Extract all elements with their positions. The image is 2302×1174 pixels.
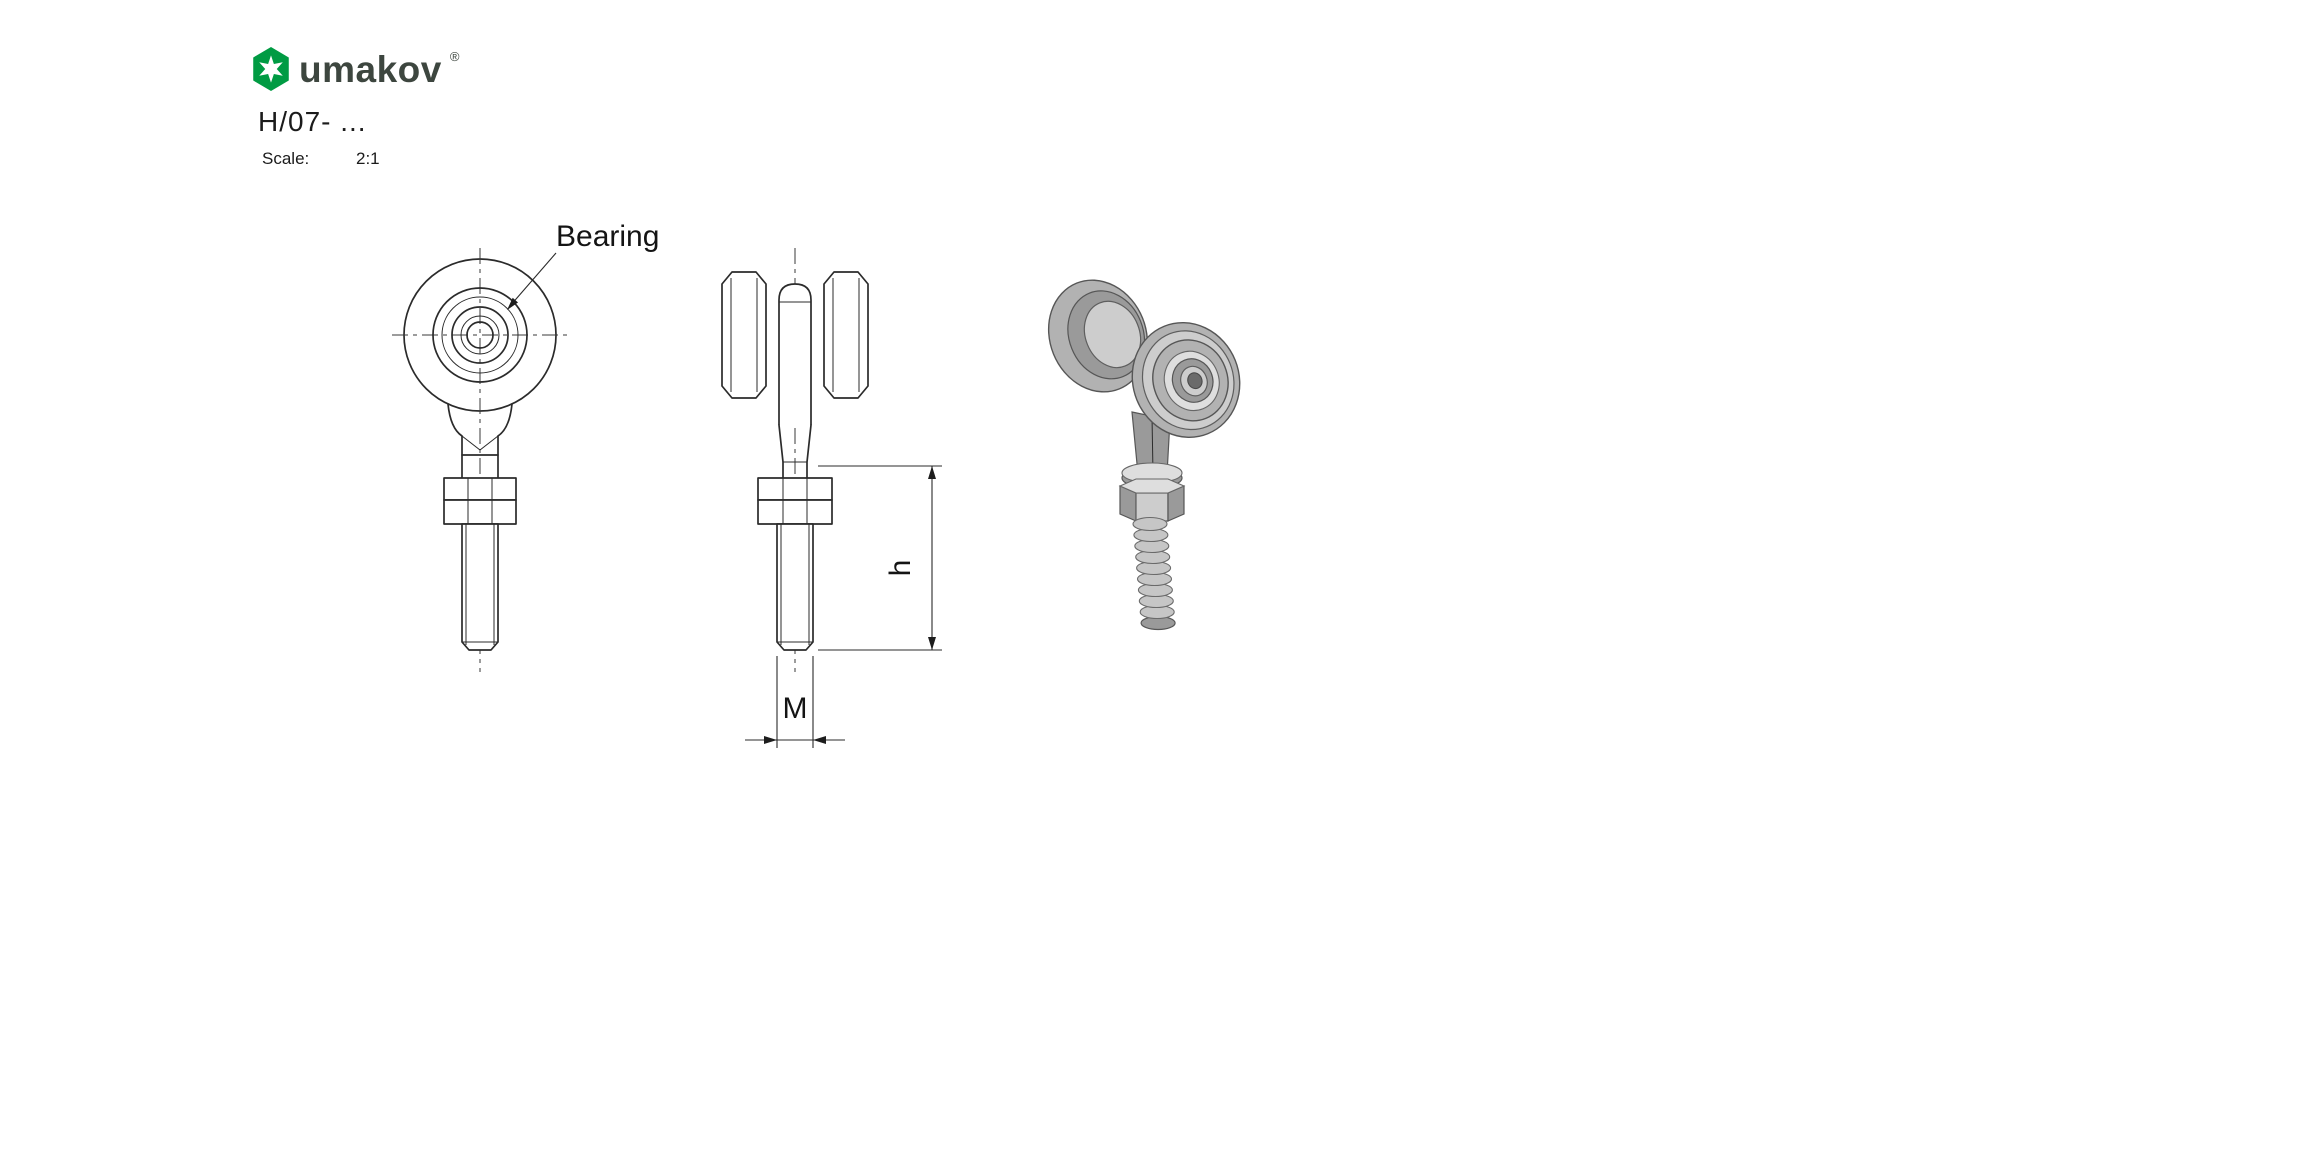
iso-front-wheel <box>1131 321 1241 439</box>
bearing-seal-circle <box>441 296 519 374</box>
side-hex-nut-1 <box>757 477 833 501</box>
hex-nut-1 <box>443 477 517 501</box>
bearing-leader-line <box>509 252 557 307</box>
scale-row: Scale: 2:1 <box>262 149 380 169</box>
iso-threaded-stud <box>1132 516 1176 631</box>
threaded-stud <box>461 523 499 651</box>
logo-text: umakov <box>299 48 442 90</box>
side-view <box>721 248 869 672</box>
iso-bearing-bore <box>1187 372 1203 390</box>
hub-body <box>778 283 812 425</box>
logo: umakov ® <box>250 46 459 92</box>
side-hex-nut-2 <box>757 499 833 525</box>
dimension-m: M <box>745 656 845 748</box>
thread-ridge <box>1132 516 1168 532</box>
neck-left <box>778 424 784 479</box>
nut-top-face <box>1118 478 1186 494</box>
m-dim-label: M <box>783 692 808 725</box>
registered-mark: ® <box>449 48 460 64</box>
bearing-inner-race <box>451 306 509 364</box>
star-shape <box>259 55 283 83</box>
bearing-leader-arrow <box>507 297 518 310</box>
scale-label: Scale: <box>262 149 310 168</box>
h-dim-label: h <box>884 560 917 577</box>
left-wheel-profile <box>721 271 767 399</box>
nut-face-front <box>1135 492 1169 522</box>
bearing-bore-chamfer <box>460 315 500 355</box>
back-wheel-hub-face <box>1083 300 1142 369</box>
iso-view <box>1047 279 1241 631</box>
scale-value: 2:1 <box>355 149 380 168</box>
clevis-outline <box>447 403 513 456</box>
right-wheel-profile <box>823 271 869 399</box>
bearing-outer-race <box>432 287 528 383</box>
h-arrow-bottom <box>928 637 936 650</box>
bearing-bore <box>466 321 494 349</box>
dimension-h: h <box>818 465 942 651</box>
h-arrow-top <box>928 466 936 479</box>
iso-back-wheel <box>1047 279 1149 393</box>
hex-nut-2 <box>443 499 517 525</box>
bearing-annotation: Bearing <box>507 220 659 310</box>
neck-right <box>806 424 812 479</box>
m-arrow-left <box>764 736 777 744</box>
hex-star-icon <box>253 47 289 91</box>
clevis-detail <box>461 435 499 451</box>
iso-hex-nut <box>1118 478 1186 522</box>
bearing-label: Bearing <box>556 220 659 253</box>
m-arrow-right <box>813 736 826 744</box>
drawing-number: H/07- ... <box>258 106 367 137</box>
front-view <box>392 248 568 672</box>
side-threaded-stud <box>776 523 814 651</box>
